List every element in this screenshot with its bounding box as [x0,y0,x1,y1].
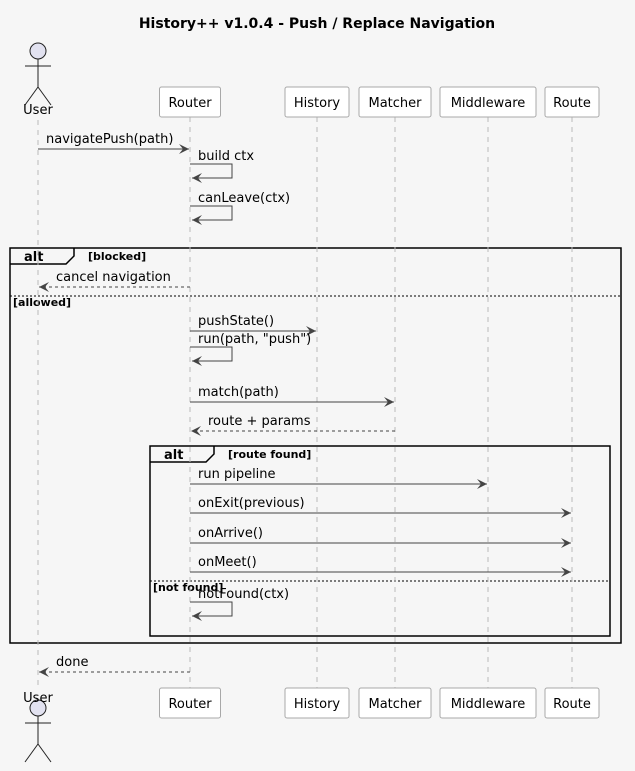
message: done [39,655,190,677]
actor-leg-right [37,743,52,763]
message-label: canLeave(ctx) [198,191,290,206]
self-message-arrow [190,163,233,183]
message-label: navigatePush(path) [46,132,173,147]
alt-fragment: alt [route found] [not found] [149,445,611,637]
participant-matcher-top: Matcher [358,86,432,118]
participant-label: Route [553,697,591,712]
message-label: notFound(ctx) [198,587,289,602]
participant-box [544,687,600,719]
participant-history-top: History [284,86,350,118]
message-label: match(path) [198,385,279,400]
message: cancel navigation [39,270,190,292]
message-label: onExit(previous) [198,496,305,511]
message-label: route + params [208,414,311,429]
participant-label: Route [553,96,591,111]
message: run(path, "push") [190,332,311,366]
message-label: pushState() [198,314,274,329]
actor-user-top: User [23,42,53,118]
participant-box [439,86,537,118]
message: canLeave(ctx) [190,191,290,225]
message: route + params [191,414,395,436]
fragment-frame [9,247,622,644]
fragment-guard: [not found] [153,581,223,594]
fragment-keyword: alt [164,448,183,463]
message: notFound(ctx) [190,587,289,621]
message: pushState() [190,314,316,336]
participant-label: Router [168,96,212,111]
participant-label: Middleware [451,697,526,712]
participant-middleware-top: Middleware [439,86,537,118]
participant-label: History [294,96,341,111]
message: onMeet() [190,555,571,577]
participant-box [284,687,350,719]
message: navigatePush(path) [38,132,189,154]
alt-fragment: alt [blocked] [allowed] [9,247,622,644]
message: match(path) [190,385,394,407]
actor-leg-right [37,86,52,106]
participant-router-bottom: Router [159,687,221,719]
participant-label: Middleware [451,96,526,111]
message: build ctx [190,149,254,183]
participant-matcher-bottom: Matcher [358,687,432,719]
self-message-arrow [190,346,233,366]
message: onArrive() [190,526,571,548]
participant-middleware-bottom: Middleware [439,687,537,719]
participant-box [358,687,432,719]
participant-route-top: Route [544,86,600,118]
message-label: onArrive() [198,526,263,541]
participant-box [284,86,350,118]
diagram-title: History++ v1.0.4 - Push / Replace Naviga… [139,16,495,32]
self-message-arrow [190,205,233,225]
participant-box [159,86,221,118]
message-label: onMeet() [198,555,257,570]
participant-label: Matcher [368,697,422,712]
participant-label: History [294,697,341,712]
participant-route-bottom: Route [544,687,600,719]
participant-label: Matcher [368,96,422,111]
message-label: run(path, "push") [198,332,311,347]
participant-box [439,687,537,719]
actor-leg-left [24,86,39,106]
message-label: build ctx [198,149,254,164]
actor-label: User [23,103,53,118]
participant-box [358,86,432,118]
actor-user-bottom: User [23,691,53,763]
message: onExit(previous) [190,496,571,518]
message-label: done [56,655,88,670]
fragment-tab [150,446,215,463]
actor-label: User [23,691,53,706]
message-label: run pipeline [198,467,276,482]
fragment-guard: [blocked] [88,250,146,263]
participant-box [544,86,600,118]
participant-box [159,687,221,719]
message-label: cancel navigation [56,270,171,285]
participant-router-top: Router [159,86,221,118]
actor-leg-left [24,743,39,763]
self-message-arrow [190,601,233,621]
fragment-frame [149,445,611,637]
fragment-guard: [allowed] [13,296,71,309]
actor-head [29,42,47,60]
fragment-keyword: alt [24,250,43,265]
participant-history-bottom: History [284,687,350,719]
participant-label: Router [168,697,212,712]
fragment-guard: [route found] [228,448,311,461]
message: run pipeline [190,467,487,489]
